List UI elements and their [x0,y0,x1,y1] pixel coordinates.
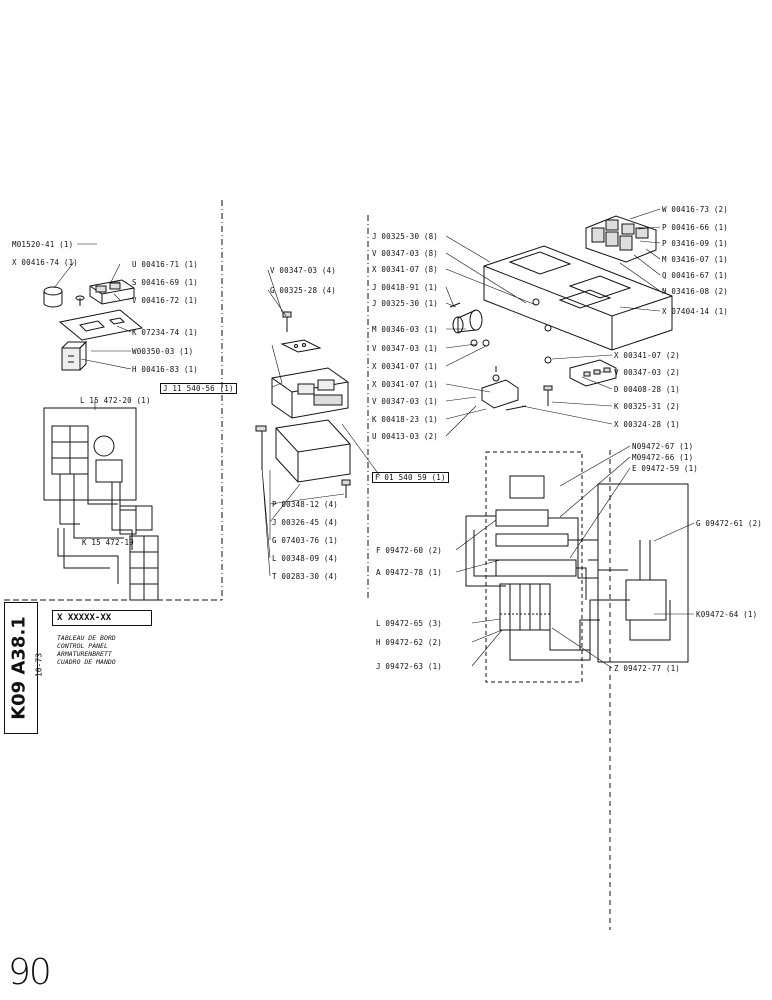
callout-label: X 00341-07 (8) [372,265,439,274]
rocker-switch-block [89,279,135,305]
callout-label: Z 09472-77 (1) [614,664,681,673]
callout-label: X 00324-28 (1) [614,420,681,429]
callout-label: V 00347-03 (1) [372,344,439,353]
callout-label: M 03416-07 (1) [662,255,729,264]
switch-housing [271,367,349,419]
callout-label: W 00416-73 (2) [662,205,729,214]
callout-label: L 15 472-20 (1) [80,396,151,405]
callout-label: G 09472-61 (2) [696,519,763,528]
callout-label: X 07404-14 (1) [662,307,729,316]
title-en: CONTROL PANEL [57,642,108,650]
drawing-code-text: K09 A38.1 [8,615,30,720]
callout-label: M01520-41 (1) [12,240,74,249]
callout-label: V 00347-03 (4) [270,266,337,275]
connector-block [61,340,88,371]
callout-label: L 00348-09 (4) [272,554,339,563]
callout-label: J 00325-30 (8) [372,232,439,241]
callout-label: H 09472-62 (2) [376,638,443,647]
title-block-code-frame [4,602,38,734]
callout-label: S 00416-69 (1) [132,278,199,287]
callout-label: M09472-66 (1) [632,453,694,462]
callout-label: K 07234-74 (1) [132,328,199,337]
callout-label: J 09472-63 (1) [376,662,443,671]
callout-label: J 00418-91 (1) [372,283,439,292]
drawing-code: K09 A38.1 [4,605,34,730]
wiring-panel-left [43,407,159,601]
lamp-holder [43,286,85,308]
callout-label: H 00416-83 (1) [132,365,199,374]
callout-label: W00350-03 (1) [132,347,194,356]
switch-cluster [585,215,657,263]
cover-box [275,419,351,483]
callout-label: D 00408-28 (1) [614,385,681,394]
wiring-schematic [465,451,689,683]
callout-label: G 00325-28 (4) [270,286,337,295]
callout-label: K09472-64 (1) [696,610,758,619]
small-bracket [280,339,322,353]
callout-label: X 00341-07 (1) [372,380,439,389]
drawing-date: 10-73 [32,640,46,690]
callout-label: V 00347-03 (2) [614,368,681,377]
callout-label: Q 00416-67 (1) [662,271,729,280]
callout-label: J 11 540-56 (1) [160,383,237,394]
callout-label: K 00418-23 (1) [372,415,439,424]
callout-label: U 00413-03 (2) [372,432,439,441]
console-panel [483,245,673,351]
callout-label: P 00348-12 (4) [272,500,339,509]
callout-label: K 00325-31 (2) [614,402,681,411]
part-number: X XXXXX-XX [57,613,112,623]
callout-label: P 03416-09 (1) [662,239,729,248]
wiper-motor [449,302,490,347]
screw-set-center [255,311,351,498]
callout-label: J 00326-45 (4) [272,518,339,527]
callout-label: F 09472-60 (2) [376,546,443,555]
page-number: 90 [8,952,52,993]
callout-label: J 00325-30 (1) [372,299,439,308]
callout-label: M 00346-03 (1) [372,325,439,334]
callout-label: V 00347-03 (1) [372,397,439,406]
title-fr: TABLEAU DE BORD [57,634,116,642]
mounting-plate [58,309,144,341]
callout-label: K 15 472-19 [82,538,134,547]
title-block-ref-frame [52,610,152,626]
callout-label: X 00416-74 (1) [12,258,79,267]
callout-label: P 00416-66 (1) [662,223,729,232]
relay-block [543,356,617,406]
leader-lines [53,208,695,669]
fuse-holder [481,366,527,411]
callout-label: X 00341-07 (1) [372,362,439,371]
callout-label: N 03416-08 (2) [662,287,729,296]
callout-label: V 00347-03 (8) [372,249,439,258]
callout-label: N09472-67 (1) [632,442,694,451]
callout-label: L 09472-65 (3) [376,619,443,628]
callout-label: V 00416-72 (1) [132,296,199,305]
callout-label: A 09472-78 (1) [376,568,443,577]
callout-label: T 00283-30 (4) [272,572,339,581]
callout-label: U 00416-71 (1) [132,260,199,269]
title-es: CUADRO DE MANDO [57,658,116,666]
callout-label: E 09472-59 (1) [632,464,699,473]
title-de: ARMATURENBRETT [57,650,112,658]
callout-label: F 01 540 59 (1) [372,472,449,483]
callout-label: X 00341-07 (2) [614,351,681,360]
callout-label: G 07403-76 (1) [272,536,339,545]
drawing-date-text: 10-73 [34,652,44,678]
